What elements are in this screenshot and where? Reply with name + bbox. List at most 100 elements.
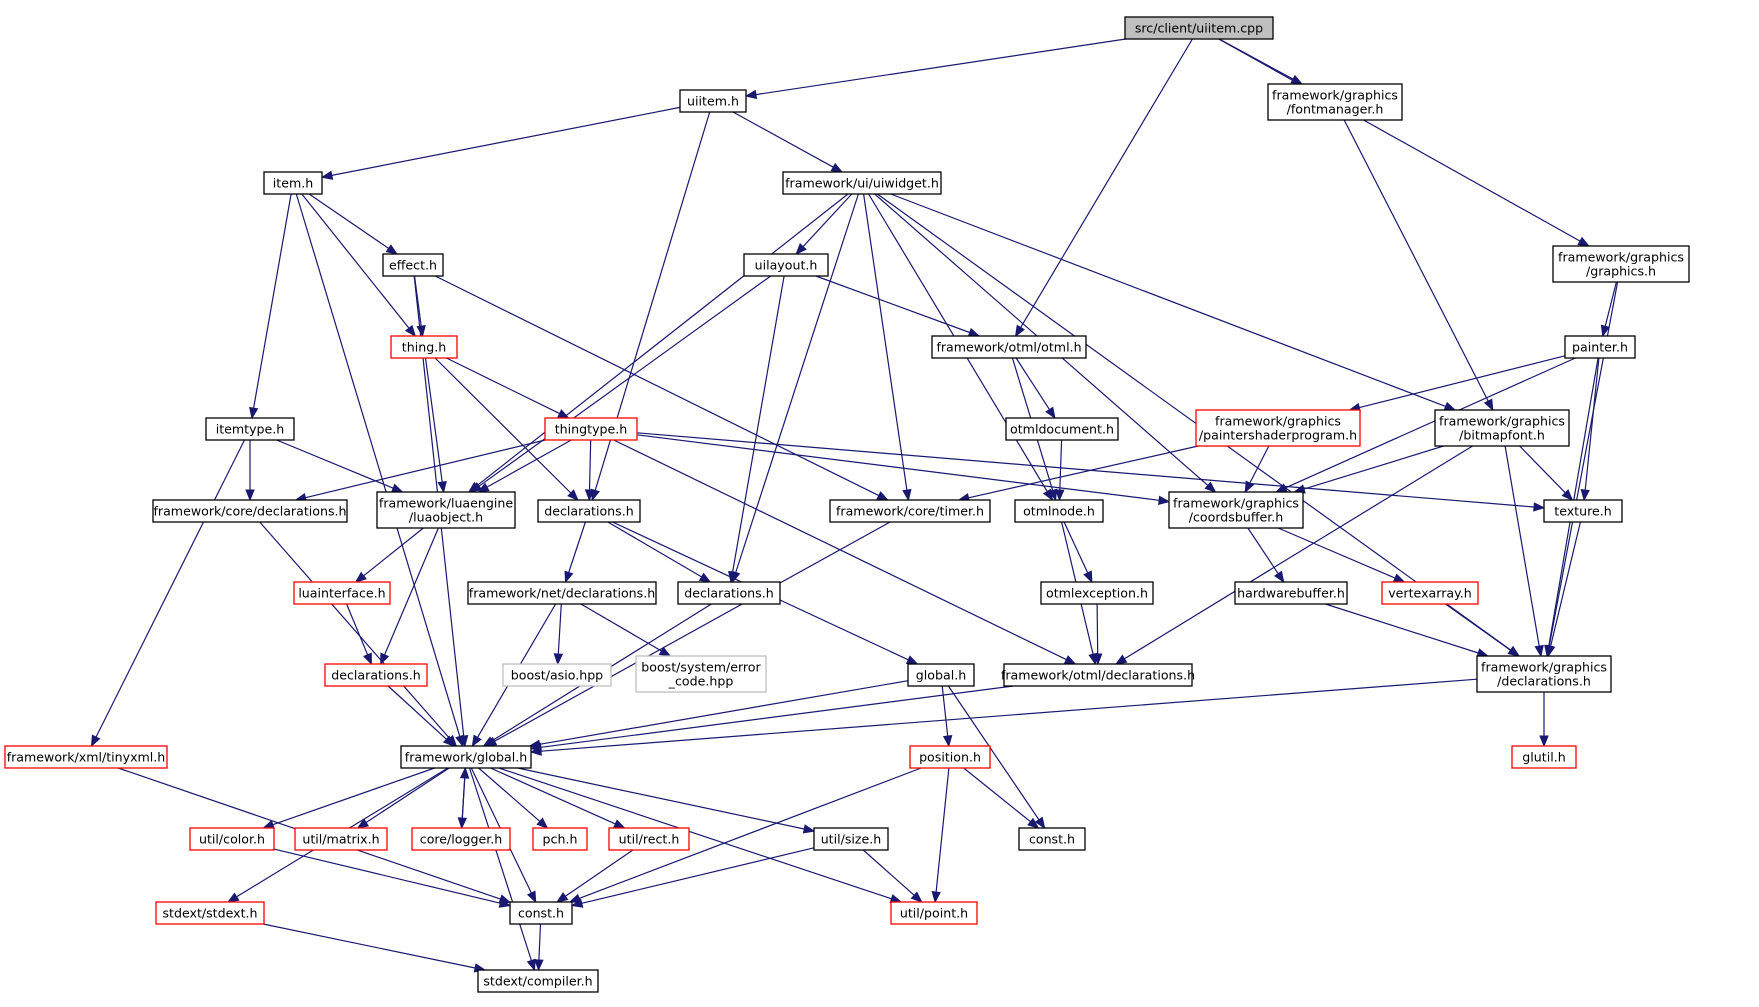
edge-bitmapfont_h-to-coordsbuffer_h bbox=[1293, 445, 1444, 494]
node-texture-h[interactable]: texture.h bbox=[1543, 499, 1623, 523]
node-const-h-right[interactable]: const.h bbox=[1018, 827, 1086, 851]
edge-line bbox=[1359, 355, 1566, 409]
node-thingtype-h[interactable]: thingtype.h bbox=[544, 417, 638, 441]
node-box bbox=[1511, 745, 1577, 769]
edge-line bbox=[308, 193, 389, 249]
node-label-line: luainterface.h bbox=[298, 586, 385, 601]
node-uiitem-h[interactable]: uiitem.h bbox=[679, 89, 747, 113]
node-otmldocument-h[interactable]: otmldocument.h bbox=[1005, 417, 1119, 441]
edge-arrowhead bbox=[385, 244, 399, 255]
node-vertexarray-h[interactable]: vertexarray.h bbox=[1381, 581, 1479, 605]
node-otmlexception-h[interactable]: otmlexception.h bbox=[1040, 581, 1154, 605]
node-const-h[interactable]: const.h bbox=[509, 901, 573, 925]
node-luaobject-h[interactable]: framework/luaengine/luaobject.h bbox=[376, 491, 516, 529]
node-size-h[interactable]: util/size.h bbox=[813, 827, 889, 851]
node-bitmapfont-h[interactable]: framework/graphics/bitmapfont.h bbox=[1434, 409, 1570, 447]
edge-line bbox=[863, 193, 908, 491]
node-paintershaderprogram-h[interactable]: framework/graphics/paintershaderprogram.… bbox=[1195, 409, 1361, 447]
node-uiwidget-h[interactable]: framework/ui/uiwidget.h bbox=[782, 171, 942, 195]
edge-arrowhead bbox=[1600, 324, 1610, 338]
edge-arrowhead bbox=[1014, 324, 1025, 338]
node-box bbox=[890, 901, 978, 925]
node-label-line: framework/global.h bbox=[405, 750, 527, 765]
node-uilayout-h[interactable]: uilayout.h bbox=[743, 253, 829, 277]
node-graphics-h[interactable]: framework/graphics/graphics.h bbox=[1552, 245, 1690, 283]
node-tinyxml-h[interactable]: framework/xml/tinyxml.h bbox=[4, 745, 168, 769]
node-otml-h[interactable]: framework/otml/otml.h bbox=[931, 335, 1087, 359]
node-logger-h[interactable]: core/logger.h bbox=[411, 827, 511, 851]
edge-line bbox=[1063, 521, 1089, 574]
node-hardwarebuffer-h[interactable]: hardwarebuffer.h bbox=[1234, 581, 1348, 605]
edge-line bbox=[478, 275, 772, 487]
node-label-line: glutil.h bbox=[1522, 750, 1565, 765]
node-label-line: /bitmapfont.h bbox=[1459, 428, 1545, 443]
edge-line bbox=[424, 357, 443, 483]
edge-line bbox=[557, 603, 562, 655]
edge-line bbox=[273, 848, 501, 904]
node-declarations-h-a[interactable]: declarations.h bbox=[537, 499, 641, 523]
node-itemtype-h[interactable]: itemtype.h bbox=[205, 417, 295, 441]
edge-rect_h-to-const_h bbox=[556, 849, 634, 903]
node-effect-h[interactable]: effect.h bbox=[382, 253, 444, 277]
node-fontmanager-h[interactable]: framework/graphics/fontmanager.h bbox=[1267, 83, 1403, 121]
node-painter-h[interactable]: painter.h bbox=[1564, 335, 1636, 359]
edge-arrowhead bbox=[1580, 489, 1590, 502]
edge-arrowhead bbox=[568, 893, 582, 903]
node-declarations-h-b[interactable]: declarations.h bbox=[677, 581, 781, 605]
node-label-line: thing.h bbox=[402, 340, 446, 355]
edge-arrowhead bbox=[931, 891, 941, 904]
node-coordsbuffer-h[interactable]: framework/graphics/coordsbuffer.h bbox=[1168, 491, 1304, 529]
node-otml-declarations-h[interactable]: framework/otml/declarations.h bbox=[1001, 663, 1195, 687]
nodes-layer: src/client/uiitem.cpp uiitem.h framework/g… bbox=[4, 16, 1690, 993]
edge-line bbox=[363, 527, 424, 577]
edge-line bbox=[963, 767, 1031, 823]
edge-line bbox=[490, 767, 616, 825]
node-label-line: item.h bbox=[273, 176, 313, 191]
node-label-line: pch.h bbox=[543, 832, 578, 847]
node-label-line: /luaobject.h bbox=[409, 510, 483, 525]
node-item-h[interactable]: item.h bbox=[263, 171, 323, 195]
edge-arrowhead bbox=[498, 898, 512, 908]
edge-item_h-to-effect_h bbox=[308, 193, 399, 255]
node-point-h[interactable]: util/point.h bbox=[890, 901, 978, 925]
node-global-h[interactable]: global.h bbox=[907, 663, 975, 687]
edge-arrowhead bbox=[482, 736, 496, 747]
node-compiler-h[interactable]: stdext/compiler.h bbox=[477, 969, 599, 993]
node-thing-h[interactable]: thing.h bbox=[390, 335, 458, 359]
node-color-h[interactable]: util/color.h bbox=[189, 827, 275, 851]
node-core-declarations-h[interactable]: framework/core/declarations.h bbox=[152, 499, 348, 523]
edge-uiwidget_h-to-uilayout_h bbox=[795, 193, 853, 255]
node-label-line: framework/core/timer.h bbox=[836, 504, 984, 519]
node-box bbox=[400, 745, 532, 769]
edge-line bbox=[578, 767, 922, 899]
edge-arrowhead bbox=[1055, 489, 1065, 502]
node-label-line: stdext/stdext.h bbox=[162, 906, 257, 921]
node-otmlnode-h[interactable]: otmlnode.h bbox=[1014, 499, 1104, 523]
node-graphics-declarations-h[interactable]: framework/graphics/declarations.h bbox=[1476, 655, 1612, 693]
node-stdext-h[interactable]: stdext/stdext.h bbox=[155, 901, 265, 925]
node-matrix-h[interactable]: util/matrix.h bbox=[294, 827, 388, 851]
edge-arrowhead bbox=[442, 735, 455, 747]
edge-line bbox=[941, 685, 949, 737]
node-timer-h[interactable]: framework/core/timer.h bbox=[829, 499, 991, 523]
node-luainterface-h[interactable]: luainterface.h bbox=[293, 581, 391, 605]
node-uiitem-cpp[interactable]: src/client/uiitem.cpp bbox=[1124, 16, 1274, 40]
node-declarations-h-c[interactable]: declarations.h bbox=[324, 663, 428, 687]
edge-line bbox=[1343, 119, 1489, 402]
node-position-h[interactable]: position.h bbox=[909, 745, 991, 769]
node-pch-h[interactable]: pch.h bbox=[532, 827, 588, 851]
node-framework-global-h[interactable]: framework/global.h bbox=[400, 745, 532, 769]
node-box bbox=[502, 663, 612, 687]
node-label-line: framework/otml/declarations.h bbox=[1001, 668, 1195, 683]
node-box bbox=[1040, 581, 1154, 605]
node-rect-h[interactable]: util/rect.h bbox=[608, 827, 690, 851]
edge-bitmapfont_h-to-otml_declarations_h bbox=[1114, 445, 1473, 665]
edge-thing_h-to-luaobject_h bbox=[424, 357, 447, 494]
edge-line bbox=[1519, 445, 1566, 494]
node-net-declarations-h[interactable]: framework/net/declarations.h bbox=[467, 581, 657, 605]
node-boost-asio-hpp: boost/asio.hpp bbox=[502, 663, 612, 687]
edge-line bbox=[1303, 445, 1444, 490]
edge-line bbox=[1124, 445, 1473, 660]
edge-framework_global_h-to-size_h bbox=[517, 767, 816, 834]
node-glutil-h[interactable]: glutil.h bbox=[1511, 745, 1577, 769]
